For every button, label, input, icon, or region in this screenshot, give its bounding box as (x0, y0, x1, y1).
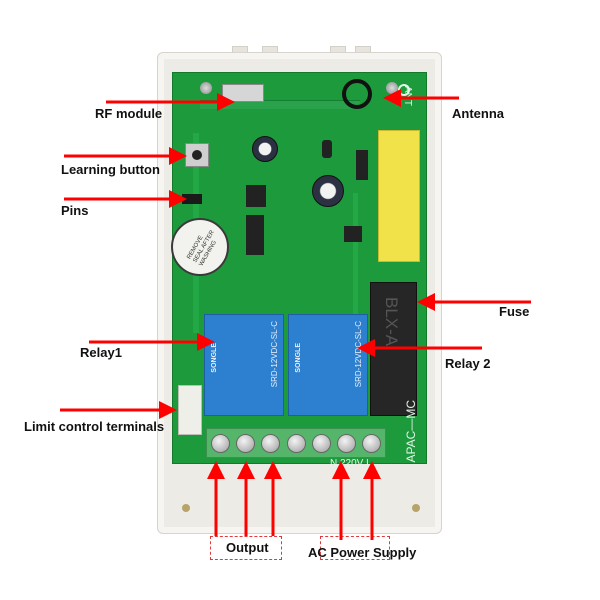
terminal-screw (211, 434, 230, 453)
terminal-screw (236, 434, 255, 453)
label-ac-power-supply: AC Power Supply (308, 545, 417, 560)
fuse-marking: BLX-A (382, 297, 401, 347)
mount-hole (182, 504, 190, 512)
diode (356, 150, 368, 180)
terminal-screw (261, 434, 280, 453)
film-capacitor (378, 130, 420, 262)
transistor (322, 140, 332, 158)
buzzer: REMOVE SEAL AFTER WASHING (171, 218, 229, 276)
label-fuse: Fuse (499, 304, 530, 319)
pcb-trace (353, 193, 358, 333)
ant-marking: ANT (402, 86, 413, 106)
label-pins: Pins (61, 203, 89, 218)
label-rf-module: RF module (95, 106, 163, 121)
screw (200, 82, 212, 94)
limit-terminal-connector (178, 385, 202, 435)
label-limit-terminals: Limit control terminals (24, 419, 165, 434)
screw-terminal-block (206, 428, 386, 458)
voltage-marking: N 220V L (330, 458, 372, 469)
label-learning-button: Learning button (61, 162, 160, 177)
ic-chip (246, 185, 266, 207)
label-relay-2: Relay 2 (445, 356, 491, 371)
ic-chip (246, 215, 264, 255)
jumper-pins (182, 194, 202, 204)
label-relay-1: Relay1 (80, 345, 122, 360)
ac-power-bracket (320, 536, 390, 560)
regulator (344, 226, 362, 242)
terminal-screw (362, 434, 381, 453)
terminal-screw (337, 434, 356, 453)
rf-module-board (200, 100, 360, 109)
output-bracket (210, 536, 282, 560)
relay-1-component: SONGLE SRD-12VDC-SL-C (204, 314, 284, 416)
terminal-screw (312, 434, 331, 453)
label-output: Output (226, 540, 269, 555)
label-antenna: Antenna (452, 106, 504, 121)
antenna-coil (342, 79, 372, 109)
mount-hole (412, 504, 420, 512)
terminal-screw (287, 434, 306, 453)
electrolytic-capacitor (312, 175, 344, 207)
relay-2-component: SONGLE SRD-12VDC-SL-C (288, 314, 368, 416)
electrolytic-capacitor (252, 136, 278, 162)
